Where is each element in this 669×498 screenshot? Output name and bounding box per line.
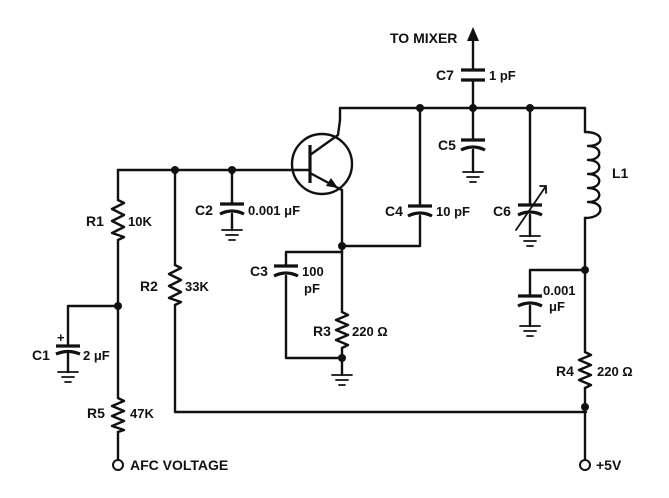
capacitor-c7 bbox=[461, 68, 485, 82]
supply-label: +5V bbox=[596, 457, 622, 473]
c3-label: C3 bbox=[250, 263, 268, 279]
arrow-up-icon bbox=[467, 27, 479, 41]
r3-value: 220 Ω bbox=[352, 324, 388, 339]
c4-value: 10 pF bbox=[436, 204, 470, 219]
bypass-value-line1: 0.001 bbox=[543, 283, 576, 298]
to-mixer-label: TO MIXER bbox=[390, 30, 457, 46]
ground-c2 bbox=[221, 229, 243, 241]
r2-value: 33K bbox=[185, 279, 209, 294]
capacitor-c5 bbox=[460, 138, 486, 152]
c1-polarity: + bbox=[57, 330, 65, 345]
capacitor-c4 bbox=[407, 204, 433, 218]
r4-label: R4 bbox=[556, 363, 574, 379]
resistor-r2 bbox=[167, 263, 183, 307]
c3-value-line2: pF bbox=[304, 281, 320, 296]
ground-c1 bbox=[57, 371, 79, 383]
c2-value: 0.001 μF bbox=[248, 203, 300, 218]
capacitor-c3 bbox=[273, 264, 299, 278]
c2-label: C2 bbox=[195, 202, 213, 218]
c5-label: C5 bbox=[438, 137, 456, 153]
l1-label: L1 bbox=[612, 165, 629, 181]
resistor-r5 bbox=[110, 396, 126, 434]
c7-label: C7 bbox=[436, 67, 454, 83]
junction-dots bbox=[114, 104, 589, 411]
capacitor-c1 bbox=[55, 344, 81, 356]
c4-label: C4 bbox=[385, 203, 403, 219]
ground-bypass bbox=[519, 325, 541, 337]
resistor-r4 bbox=[577, 350, 593, 390]
wiring bbox=[66, 38, 588, 462]
c1-value: 2 μF bbox=[83, 348, 110, 363]
afc-voltage-label: AFC VOLTAGE bbox=[130, 457, 228, 473]
capacitor-bypass bbox=[517, 294, 543, 308]
labels: TO MIXER C7 1 pF C5 L1 R1 10K C2 0.001 μ… bbox=[32, 30, 633, 473]
c7-value: 1 pF bbox=[489, 68, 516, 83]
resistor-r3 bbox=[334, 310, 350, 350]
c6-label: C6 bbox=[493, 203, 511, 219]
r5-label: R5 bbox=[87, 405, 105, 421]
c3-value-line1: 100 bbox=[302, 264, 324, 279]
inductor-l1 bbox=[583, 130, 602, 220]
ground-r3 bbox=[331, 374, 353, 386]
supply-terminal bbox=[579, 459, 591, 471]
capacitor-c2 bbox=[219, 202, 245, 216]
resistor-r1 bbox=[110, 198, 126, 242]
bypass-value-line2: μF bbox=[549, 299, 565, 314]
r1-value: 10K bbox=[128, 214, 152, 229]
capacitor-c6-variable bbox=[515, 185, 547, 231]
transistor-q1 bbox=[290, 118, 354, 196]
r5-value: 47K bbox=[130, 406, 154, 421]
afc-terminal bbox=[112, 459, 124, 471]
ground-c6 bbox=[519, 235, 541, 247]
r3-label: R3 bbox=[313, 323, 331, 339]
r1-label: R1 bbox=[86, 213, 104, 229]
ground-c5 bbox=[462, 171, 484, 183]
r4-value: 220 Ω bbox=[597, 364, 633, 379]
c1-label: C1 bbox=[32, 347, 50, 363]
r2-label: R2 bbox=[140, 278, 158, 294]
